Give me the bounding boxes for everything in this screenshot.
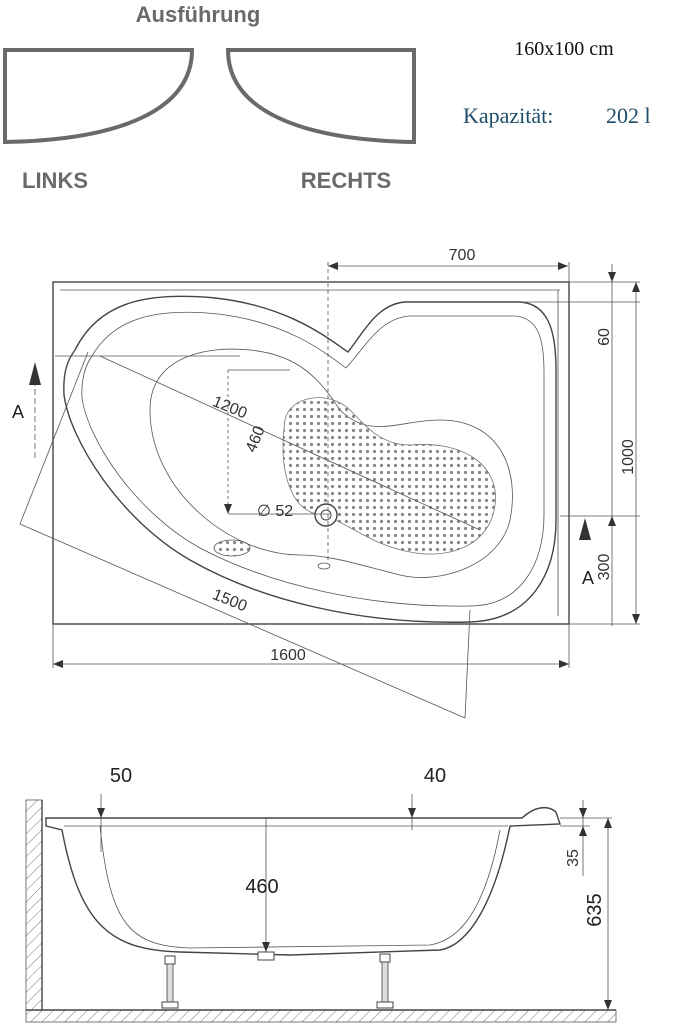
tub-inner-contour xyxy=(81,311,545,607)
dim-300: 300 xyxy=(596,554,613,581)
tub-foot-right xyxy=(376,953,394,1009)
dim-700: 700 xyxy=(449,247,476,264)
dim-635: 635 xyxy=(584,893,606,926)
left-variant-shape xyxy=(3,48,195,145)
floor-hatch xyxy=(25,1009,617,1023)
dim-1600: 1600 xyxy=(270,647,306,664)
dim-460-top: 460 xyxy=(243,424,269,455)
tub-size: 160x100 cm xyxy=(514,38,614,60)
header: Ausführung LINKS RECHTS 160x100 cm Kapaz… xyxy=(3,2,651,193)
dim-50: 50 xyxy=(110,765,132,787)
section-arrow-right-icon xyxy=(579,518,591,540)
anti-slip-area xyxy=(282,397,496,555)
right-variant-shape xyxy=(225,48,416,145)
top-view: A A 700 60 1000 300 1200 460 ∅ 52 1500 1… xyxy=(12,247,640,719)
dim-1000: 1000 xyxy=(620,439,637,475)
right-variant-label: RECHTS xyxy=(301,168,391,193)
overflow-grid-icon xyxy=(213,539,251,557)
tub-outer-contour xyxy=(63,295,557,623)
capacity-value: 202 l xyxy=(606,103,651,128)
tub-foot-left xyxy=(161,955,179,1009)
dim-1200: 1200 xyxy=(210,393,249,422)
tub-basin xyxy=(149,348,513,578)
dim-60: 60 xyxy=(596,328,613,346)
section-marker-right: A xyxy=(582,568,594,588)
side-view: 50 40 460 35 635 xyxy=(25,765,617,1023)
section-marker-left: A xyxy=(12,402,24,422)
variant-title: Ausführung xyxy=(136,2,261,27)
dim-drain-52: ∅ 52 xyxy=(257,503,293,520)
capacity-label: Kapazität: xyxy=(463,103,553,128)
tub-side-profile xyxy=(45,806,561,956)
dim-40: 40 xyxy=(424,765,446,787)
top-view-rim xyxy=(52,281,570,625)
left-variant-label: LINKS xyxy=(22,168,88,193)
drain-icon xyxy=(314,503,338,527)
dim-1500: 1500 xyxy=(210,586,249,615)
section-arrow-left-icon xyxy=(29,362,41,385)
dim-460-side: 460 xyxy=(245,876,278,898)
wall-hatch xyxy=(25,799,43,1011)
dim-35: 35 xyxy=(565,849,582,867)
